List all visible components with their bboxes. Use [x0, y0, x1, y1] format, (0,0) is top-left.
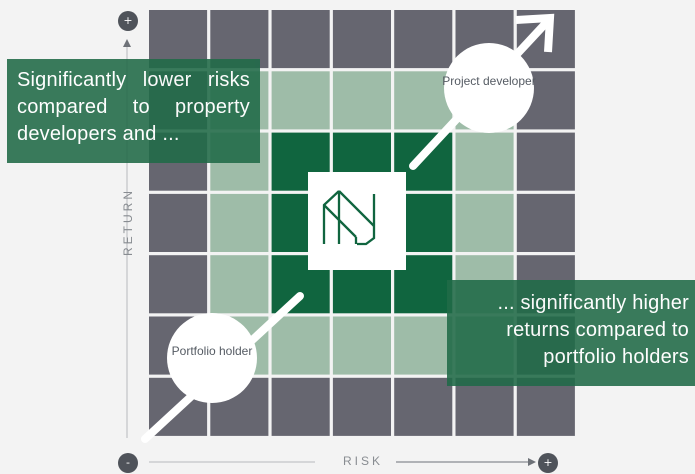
- grid-cell: [455, 132, 514, 191]
- grid-cell: [149, 255, 208, 314]
- risk-minus-icon: -: [118, 453, 138, 473]
- grid-cell: [455, 193, 514, 252]
- grid-cell: [516, 193, 575, 252]
- portfolio-holder-label: Portfolio holder: [171, 344, 253, 358]
- grid-cell: [455, 377, 514, 436]
- grid-cell: [210, 193, 269, 252]
- return-plus-icon: +: [118, 11, 138, 31]
- grid-cell: [271, 71, 330, 130]
- grid-cell: [271, 10, 330, 69]
- grid-cell: [149, 193, 208, 252]
- higher-return-callout: ... significantly higher returns compare…: [447, 280, 695, 386]
- grid-cell: [332, 71, 391, 130]
- logo-background: [308, 172, 406, 270]
- grid-cell: [394, 71, 453, 130]
- grid-cell: [271, 316, 330, 375]
- grid-cell: [394, 316, 453, 375]
- grid-cell: [271, 377, 330, 436]
- grid-cell: [332, 10, 391, 69]
- grid-cell: [516, 132, 575, 191]
- x-axis-arrow-icon: [528, 458, 536, 466]
- grid-cell: [332, 377, 391, 436]
- y-axis-arrow-icon: [123, 39, 131, 47]
- risk-plus-icon: +: [538, 453, 558, 473]
- grid-cell: [332, 316, 391, 375]
- project-developer-label: Project developer: [442, 74, 536, 88]
- return-axis-label: RETURN: [121, 188, 135, 256]
- grid-cell: [210, 255, 269, 314]
- grid-cell: [394, 10, 453, 69]
- lower-risk-callout: Significantly lower risks compared to pr…: [7, 59, 260, 163]
- grid-cell: [516, 377, 575, 436]
- grid-cell: [394, 377, 453, 436]
- risk-axis-label: RISK: [342, 454, 383, 468]
- grid-cell: [210, 10, 269, 69]
- portfolio-holder-circle: [167, 313, 257, 403]
- grid-cell: [149, 10, 208, 69]
- center-logo: [308, 172, 406, 270]
- nu-logo-icon: [322, 190, 376, 246]
- project-developer-circle: [444, 43, 534, 133]
